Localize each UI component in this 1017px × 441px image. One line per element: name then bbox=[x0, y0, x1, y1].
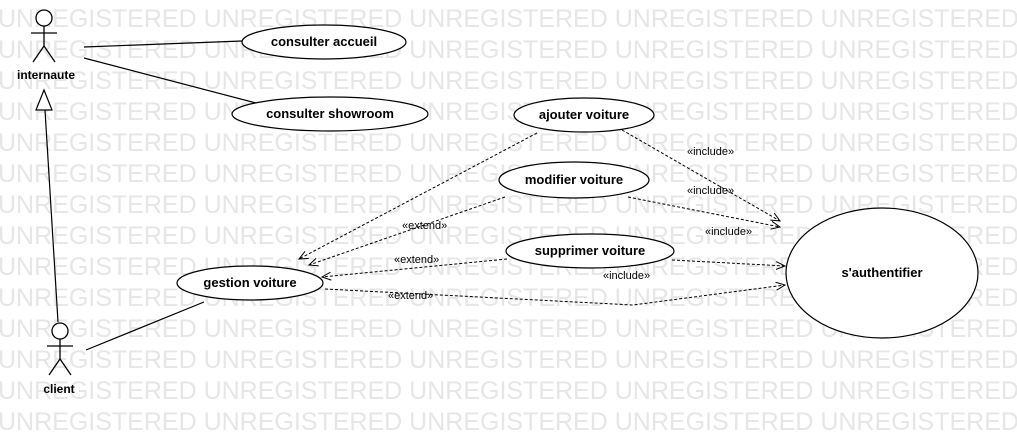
actor-head bbox=[35, 9, 53, 27]
use-case-ajouter-voiture[interactable]: ajouter voiture bbox=[513, 97, 655, 133]
watermark: UNREGISTERED UNREGISTERED UNREGISTERED U… bbox=[0, 5, 1017, 436]
include-modifier-auth bbox=[627, 196, 780, 227]
actor-label: internaute bbox=[17, 68, 75, 82]
use-case-supprimer-voiture[interactable]: supprimer voiture bbox=[505, 233, 675, 269]
use-case-label: s'authentifier bbox=[841, 265, 922, 280]
include-label: «include» bbox=[603, 270, 650, 282]
actor-leg bbox=[32, 45, 45, 63]
extend-label: «extend» bbox=[394, 254, 439, 266]
actor-internaute[interactable]: internaute bbox=[17, 9, 75, 82]
association-client-gestion bbox=[85, 301, 205, 351]
include-label: «include» bbox=[687, 185, 734, 197]
use-case-sauthentifier[interactable]: s'authentifier bbox=[785, 207, 979, 339]
actor-head bbox=[51, 322, 69, 340]
include-ajouter-auth bbox=[621, 129, 780, 221]
use-case-label: supprimer voiture bbox=[535, 243, 646, 258]
extend-label: «extend» bbox=[388, 290, 433, 302]
generalization-arrowhead bbox=[35, 88, 53, 111]
generalization-line bbox=[44, 109, 59, 323]
watermark-line: UNREGISTERED UNREGISTERED UNREGISTERED U… bbox=[0, 377, 1017, 405]
use-case-consulter-accueil[interactable]: consulter accueil bbox=[241, 24, 407, 60]
use-case-consulter-showroom[interactable]: consulter showroom bbox=[231, 96, 429, 132]
use-case-modifier-voiture[interactable]: modifier voiture bbox=[498, 161, 650, 199]
extend-modifier-gestion bbox=[309, 196, 506, 265]
actor-leg bbox=[43, 45, 56, 63]
watermark-line: UNREGISTERED UNREGISTERED UNREGISTERED U… bbox=[0, 98, 1017, 126]
watermark-line: UNREGISTERED UNREGISTERED UNREGISTERED U… bbox=[0, 67, 1017, 95]
use-case-label: consulter accueil bbox=[271, 34, 377, 49]
use-case-label: gestion voiture bbox=[203, 275, 296, 290]
include-supprimer-auth bbox=[671, 259, 785, 266]
watermark-line: UNREGISTERED UNREGISTERED UNREGISTERED U… bbox=[0, 5, 1017, 33]
association-internaute-accueil bbox=[83, 40, 243, 48]
include-label: «include» bbox=[687, 146, 734, 158]
include-gestion-auth bbox=[324, 285, 785, 306]
extend-label: «extend» bbox=[402, 220, 447, 232]
actor-label: client bbox=[43, 382, 74, 396]
actor-leg bbox=[59, 358, 72, 376]
watermark-line: UNREGISTERED UNREGISTERED UNREGISTERED U… bbox=[0, 346, 1017, 374]
use-case-label: modifier voiture bbox=[525, 172, 623, 187]
use-case-gestion-voiture[interactable]: gestion voiture bbox=[176, 265, 324, 301]
watermark-line: UNREGISTERED UNREGISTERED UNREGISTERED U… bbox=[0, 129, 1017, 157]
watermark-line: UNREGISTERED UNREGISTERED UNREGISTERED U… bbox=[0, 36, 1017, 64]
extend-supprimer-gestion bbox=[322, 258, 508, 277]
include-label: «include» bbox=[705, 226, 752, 238]
association-internaute-showroom bbox=[83, 57, 257, 104]
watermark-line: UNREGISTERED UNREGISTERED UNREGISTERED U… bbox=[0, 408, 1017, 436]
use-case-label: ajouter voiture bbox=[539, 107, 629, 122]
actor-client[interactable]: client bbox=[43, 322, 75, 396]
actor-leg bbox=[48, 358, 61, 376]
use-case-label: consulter showroom bbox=[266, 106, 394, 121]
